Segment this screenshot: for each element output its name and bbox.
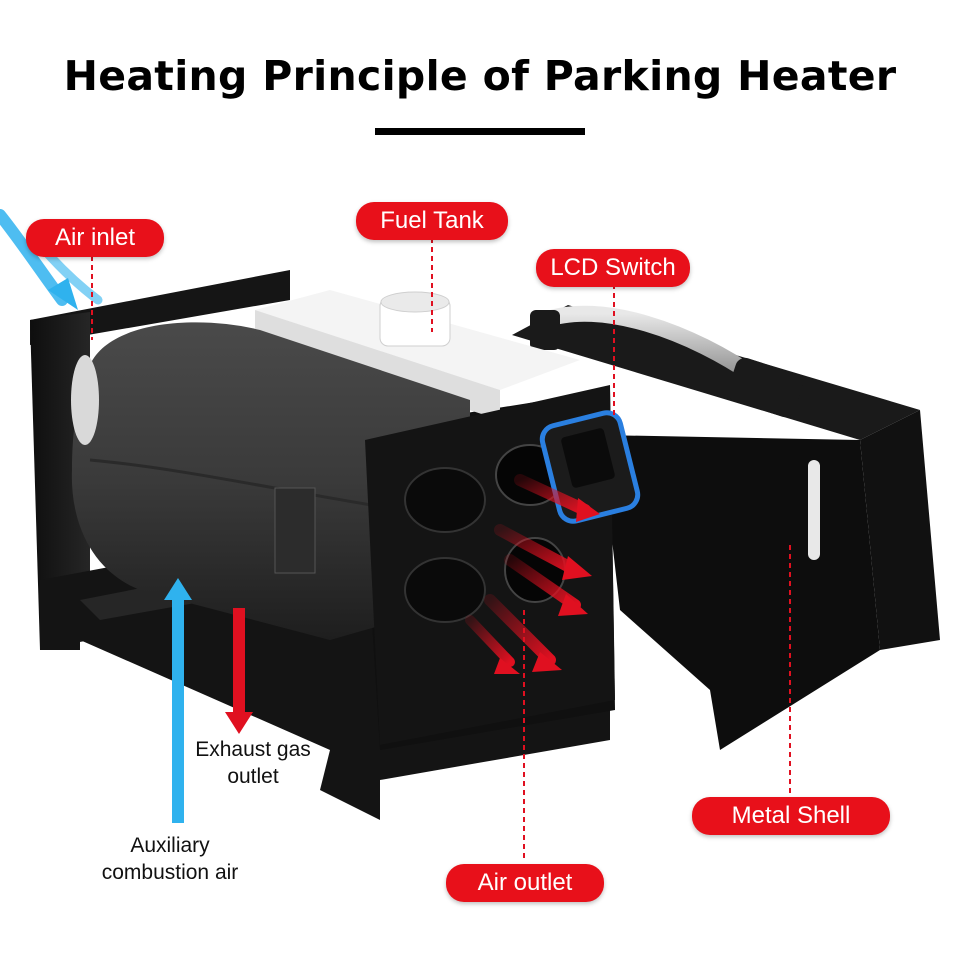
- aux-line-2: combustion air: [101, 861, 239, 884]
- hot-air-arrows: [465, 474, 600, 674]
- label-metal-shell: Metal Shell: [692, 797, 890, 835]
- label-fuel-tank: Fuel Tank: [356, 202, 508, 240]
- label-exhaust-gas-outlet: Exhaust gas outlet: [178, 736, 328, 790]
- exhaust-arrow: [225, 608, 253, 734]
- leader-lines: [91, 238, 791, 862]
- label-auxiliary-combustion-air: Auxiliary combustion air: [82, 832, 258, 886]
- lcd-switch-panel: [539, 410, 641, 524]
- label-lcd-switch: LCD Switch: [536, 249, 690, 287]
- label-air-inlet: Air inlet: [26, 219, 164, 257]
- exhaust-line-2: outlet: [227, 765, 279, 788]
- label-air-outlet: Air outlet: [446, 864, 604, 902]
- page-title: Heating Principle of Parking Heater: [63, 52, 897, 100]
- exhaust-line-1: Exhaust gas: [195, 738, 311, 761]
- auxiliary-air-arrow: [164, 578, 192, 823]
- aux-line-1: Auxiliary: [130, 834, 210, 857]
- title-underline: [375, 128, 585, 135]
